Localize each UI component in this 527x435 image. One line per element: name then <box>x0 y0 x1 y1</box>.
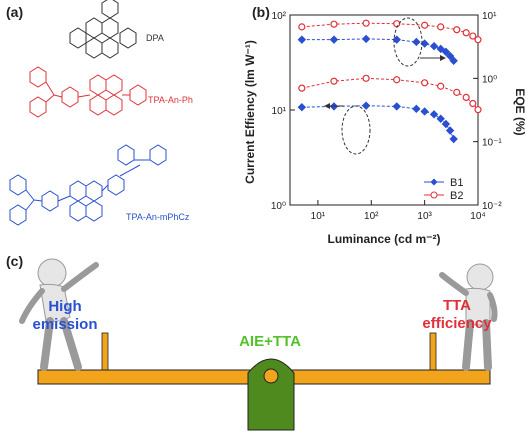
data-point-b1 <box>441 47 451 56</box>
seesaw-pivot <box>247 358 295 431</box>
y-left-axis-label: Current Effiency (lm W⁻¹) <box>243 40 257 184</box>
ce-annotation-arrowhead <box>324 103 330 109</box>
tpa-an-ph-label: TPA-An-Ph <box>148 95 193 105</box>
data-point-b1 <box>392 102 401 111</box>
data-point-b1 <box>436 114 445 123</box>
data-point-b2 <box>330 77 338 85</box>
data-point-b1 <box>361 34 371 44</box>
pivot-hinge <box>263 368 279 384</box>
x-axis-label: Luminance (cd m⁻²) <box>327 232 440 246</box>
data-point-b1 <box>441 119 451 129</box>
data-point-b1 <box>449 56 458 65</box>
data-point-b2 <box>421 79 429 87</box>
eqe-annotation-arrowhead <box>440 55 446 61</box>
y-left-tick-label: 10⁰ <box>271 201 286 212</box>
data-point-b2 <box>474 36 482 44</box>
x-tick-label: 10⁴ <box>470 211 485 222</box>
dpa-structure <box>69 0 137 59</box>
aie-tta-text: AIE+TTA <box>239 333 301 350</box>
y-right-tick-label: 10⁻¹ <box>482 138 502 149</box>
tpa-an-mphcz-structure <box>9 144 167 226</box>
y-left-tick-label: 10² <box>272 11 287 22</box>
left-post <box>101 332 109 372</box>
data-point-b2 <box>298 23 306 31</box>
data-point-b2 <box>362 19 370 27</box>
series-line-b2-right <box>301 77 479 110</box>
data-point-b2 <box>330 20 338 28</box>
series-line-b1-left <box>301 38 455 62</box>
data-point-b1 <box>392 35 401 44</box>
data-point-b1 <box>436 44 445 54</box>
tpa-an-mphcz-label: TPA-An-mPhCz <box>126 212 190 222</box>
luminance-efficiency-chart: 10¹ 10² 10³ 10⁴ 10⁰ 10¹ 10² 10⁻² 10⁻¹ 10⁰ 10¹ B1B2… <box>243 11 527 246</box>
legend-marker-b1 <box>430 178 438 186</box>
x-tick-label: 10² <box>364 211 379 222</box>
tta-efficiency-text: TTA efficiency <box>422 297 492 332</box>
ce-annotation-ellipse <box>341 105 371 155</box>
seesaw-illustration <box>19 258 498 431</box>
right-figure <box>439 263 498 371</box>
data-point-b1 <box>412 37 421 47</box>
data-point-b1 <box>445 51 455 61</box>
data-point-b1 <box>429 110 439 119</box>
data-point-b2 <box>421 21 429 29</box>
data-point-b1 <box>449 134 458 144</box>
data-point-b1 <box>297 103 307 112</box>
data-point-b2 <box>453 26 461 34</box>
tpa-an-ph-structure <box>29 66 147 118</box>
right-post <box>429 332 437 372</box>
data-point-b2 <box>453 88 461 96</box>
data-point-b1 <box>429 41 439 51</box>
eqe-annotation-ellipse <box>393 17 423 67</box>
legend-label-b1: B1 <box>450 177 463 189</box>
data-point-b1 <box>297 35 307 44</box>
data-point-b2 <box>462 29 470 37</box>
panel-label-a: (a) <box>6 4 24 20</box>
legend-label-b2: B2 <box>450 190 463 202</box>
series-line-b2-left <box>301 22 479 41</box>
x-tick-label: 10³ <box>417 211 432 222</box>
series-line-b1-right <box>301 105 455 140</box>
x-tick-label: 10¹ <box>311 211 326 222</box>
data-point-b2 <box>469 99 477 108</box>
molecule-structures <box>9 0 167 226</box>
dpa-label: DPA <box>146 33 164 43</box>
data-point-b2 <box>362 74 370 82</box>
data-point-b1 <box>445 126 455 135</box>
data-point-b1 <box>412 104 421 114</box>
high-emission-text: High emission <box>32 298 98 333</box>
data-point-b2 <box>393 20 401 28</box>
panel-label-b: (b) <box>252 4 270 20</box>
y-right-tick-label: 10⁰ <box>482 74 497 85</box>
y-right-axis-label: EQE (%) <box>513 88 527 135</box>
data-point-b2 <box>298 84 306 92</box>
data-point-b2 <box>437 82 445 90</box>
data-point-b2 <box>393 76 401 84</box>
data-point-b2 <box>474 106 482 114</box>
data-point-b2 <box>437 23 445 31</box>
data-point-b1 <box>420 107 429 116</box>
legend-marker-b2 <box>430 191 438 199</box>
data-point-b2 <box>462 93 470 101</box>
data-point-b1 <box>361 101 371 110</box>
y-right-tick-label: 10¹ <box>482 11 497 22</box>
data-point-b2 <box>469 32 477 40</box>
y-left-tick-label: 10¹ <box>272 106 287 117</box>
left-figure <box>19 258 99 371</box>
y-right-tick-label: 10⁻² <box>482 201 502 212</box>
panel-label-c: (c) <box>6 253 24 269</box>
axis-direction-annotations <box>324 17 446 155</box>
data-point-b1 <box>329 35 339 44</box>
